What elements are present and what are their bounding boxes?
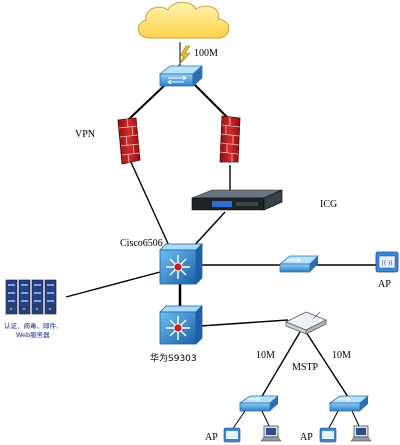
ap-bottom-left-label: AP xyxy=(205,432,218,443)
huawei-switch-label: 华为S9303 xyxy=(150,352,197,364)
server-rack-icon xyxy=(5,279,57,315)
access-switch-bottom-right-icon xyxy=(328,395,370,412)
pc-bottom-left-icon xyxy=(260,425,282,442)
access-switch-bottom-left-icon xyxy=(238,395,280,412)
vpn-label: VPN xyxy=(75,129,95,140)
internet-speed-label: 100M xyxy=(194,48,218,59)
access-point-bottom-right-icon xyxy=(319,427,337,443)
connections xyxy=(65,42,376,404)
core-switch-label: Cisco6506 xyxy=(120,238,163,249)
link-core-servers xyxy=(65,271,161,298)
link-huawei-mstp xyxy=(199,319,289,327)
servers-label-line1: 认证、病毒、邮件、 xyxy=(4,321,63,330)
edge-switch-icon xyxy=(158,65,204,87)
mstp-label: MSTP xyxy=(292,362,319,373)
huawei-switch-icon xyxy=(159,305,203,345)
firewall-left-icon xyxy=(117,117,141,165)
bottom-connections xyxy=(231,410,361,431)
link-router-fw-right xyxy=(193,83,229,119)
lightning-icon xyxy=(177,45,191,67)
access-point-bottom-left-icon xyxy=(223,427,241,443)
link-right-label: 10M xyxy=(332,350,351,361)
link-left-label: 10M xyxy=(256,350,275,361)
access-switch-right-icon xyxy=(278,255,319,273)
ap-bottom-right-label: AP xyxy=(300,432,313,443)
mstp-device-icon xyxy=(285,311,327,335)
servers-label-line2: Web服务器 xyxy=(16,330,50,339)
firewall-right-icon xyxy=(219,115,241,163)
ap-right-label: AP xyxy=(378,279,391,290)
link-mstp-switch-left xyxy=(257,331,301,404)
icg-label: ICG xyxy=(320,199,337,210)
internet-cloud-icon xyxy=(137,1,230,39)
link-fw-left-core xyxy=(129,159,171,249)
access-point-right-icon: ((·)) xyxy=(375,251,399,273)
link-icg-core xyxy=(191,211,226,249)
cisco-core-switch-icon xyxy=(159,243,203,285)
link-router-fw-left xyxy=(127,83,167,121)
link-mstp-switch-right xyxy=(305,331,351,401)
pc-bottom-right-icon xyxy=(350,425,372,442)
icg-appliance-icon xyxy=(191,189,283,211)
svg-text:((·)): ((·)) xyxy=(381,260,392,267)
